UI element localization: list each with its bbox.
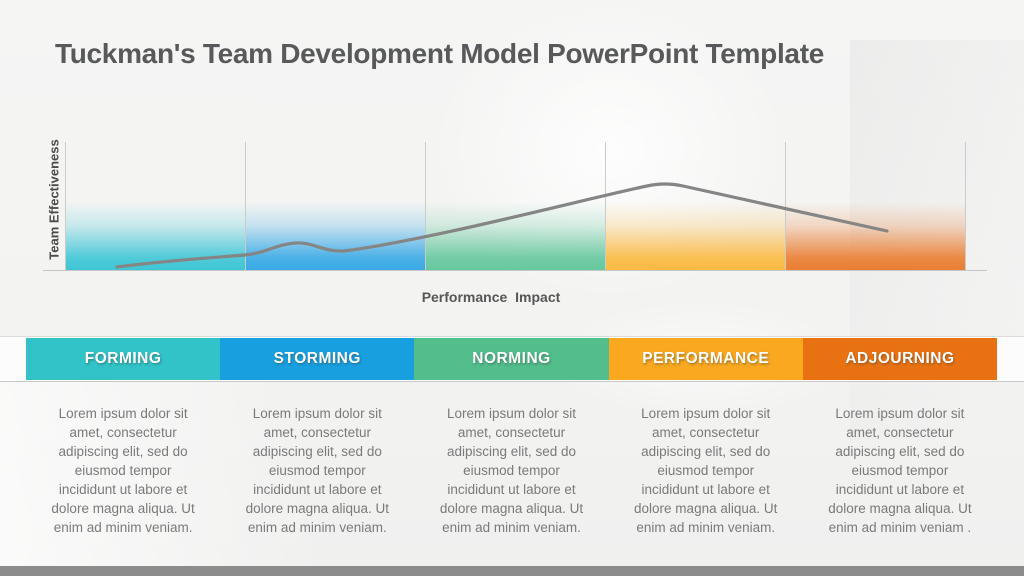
stage-header-cell: PERFORMANCE (608, 338, 803, 380)
stage-description: Lorem ipsum dolor sit amet, consectetur … (634, 406, 778, 535)
y-axis-label: Team Effectiveness (46, 139, 62, 260)
stage-divider-line (425, 142, 426, 270)
stage-header-cell: ADJOURNING (802, 338, 998, 380)
stage-description: Lorem ipsum dolor sit amet, consectetur … (245, 406, 389, 535)
stage-divider-line (65, 142, 66, 270)
stage-divider-line (245, 142, 246, 270)
stage-divider-line (965, 142, 966, 270)
slide-title: Tuckman's Team Development Model PowerPo… (55, 38, 825, 69)
stage-gradient-band (425, 202, 605, 270)
stage-header-cell: NORMING (414, 338, 609, 380)
stage-description: Lorem ipsum dolor sit amet, consectetur … (828, 406, 972, 535)
stage-divider-line (785, 142, 786, 270)
stage-divider-line (605, 142, 606, 270)
stage-gradient-band (245, 202, 425, 270)
bottom-bar (0, 566, 1024, 576)
stage-gradient-band (605, 202, 785, 270)
stage-description: Lorem ipsum dolor sit amet, consectetur … (439, 406, 584, 535)
x-axis-line (43, 270, 987, 271)
stage-header-cell: STORMING (220, 338, 415, 380)
stage-descriptions: Lorem ipsum dolor sit amet, consectetur … (26, 404, 997, 537)
stage-gradient-band (785, 202, 965, 270)
stage-header-cell: FORMING (26, 338, 221, 380)
x-axis-label: Performance Impact (421, 289, 561, 305)
stage-description: Lorem ipsum dolor sit amet, consectetur … (51, 406, 195, 535)
stage-gradient-band (65, 202, 245, 270)
